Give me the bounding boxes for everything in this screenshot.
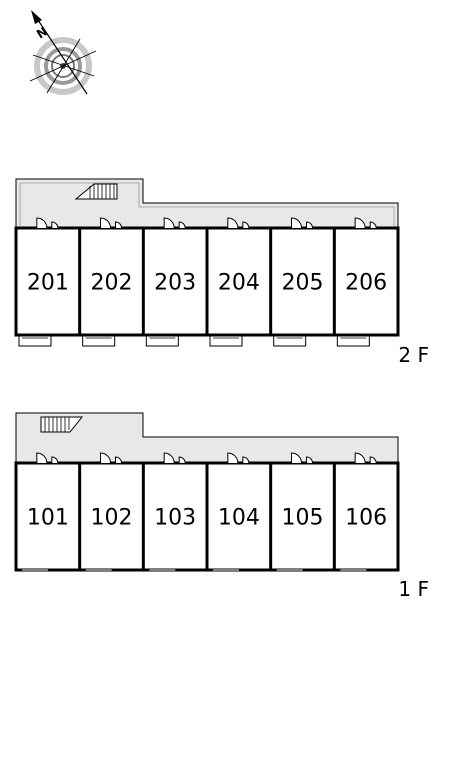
unit-number: 201 (27, 271, 69, 296)
balcony (145, 335, 179, 347)
unit-204: 204 (205, 217, 260, 347)
door-icon (354, 217, 377, 229)
balcony (336, 335, 370, 347)
door-icon (100, 452, 122, 464)
balcony (18, 335, 52, 347)
unit-number: 204 (218, 271, 260, 296)
floor-label-2f: 2 F (398, 343, 429, 367)
unit-number: 101 (27, 506, 69, 531)
unit-103: 103 (141, 452, 196, 571)
unit-number: 202 (91, 271, 133, 296)
unit-201: 201 (18, 217, 69, 347)
unit-206: 206 (332, 217, 387, 347)
staircase-icon (40, 416, 84, 433)
door-icon (227, 217, 250, 229)
unit-number: 103 (154, 506, 196, 531)
door-icon (163, 217, 186, 229)
unit-105: 105 (269, 452, 324, 571)
unit-number: 203 (154, 271, 196, 296)
door-icon (100, 217, 122, 229)
door-icon (291, 217, 313, 229)
unit-number: 105 (282, 506, 324, 531)
unit-106: 106 (332, 452, 387, 571)
unit-101: 101 (22, 452, 69, 571)
floor-2-plan: 201 202 203 204 205 206 2 F (14, 178, 429, 367)
unit-number: 104 (218, 506, 260, 531)
door-icon (36, 217, 59, 229)
floor-label-1f: 1 F (398, 577, 429, 601)
unit-202: 202 (78, 217, 133, 347)
floor-1-plan: 101 102 103 104 105 106 1 F (14, 412, 429, 601)
unit-104: 104 (205, 452, 260, 571)
balcony (82, 335, 116, 347)
door-icon (227, 452, 250, 464)
unit-102: 102 (78, 452, 133, 571)
balcony (273, 335, 307, 347)
balcony (209, 335, 243, 347)
north-label: N (34, 24, 50, 41)
unit-203: 203 (141, 217, 196, 347)
unit-number: 206 (345, 271, 387, 296)
compass-rose-icon: N (29, 10, 97, 95)
door-icon (36, 452, 59, 464)
door-icon (163, 452, 186, 464)
unit-number: 205 (282, 271, 324, 296)
staircase-icon (74, 183, 118, 200)
unit-205: 205 (269, 217, 324, 347)
unit-number: 102 (91, 506, 133, 531)
door-icon (291, 452, 313, 464)
unit-number: 106 (345, 506, 387, 531)
door-icon (354, 452, 377, 464)
